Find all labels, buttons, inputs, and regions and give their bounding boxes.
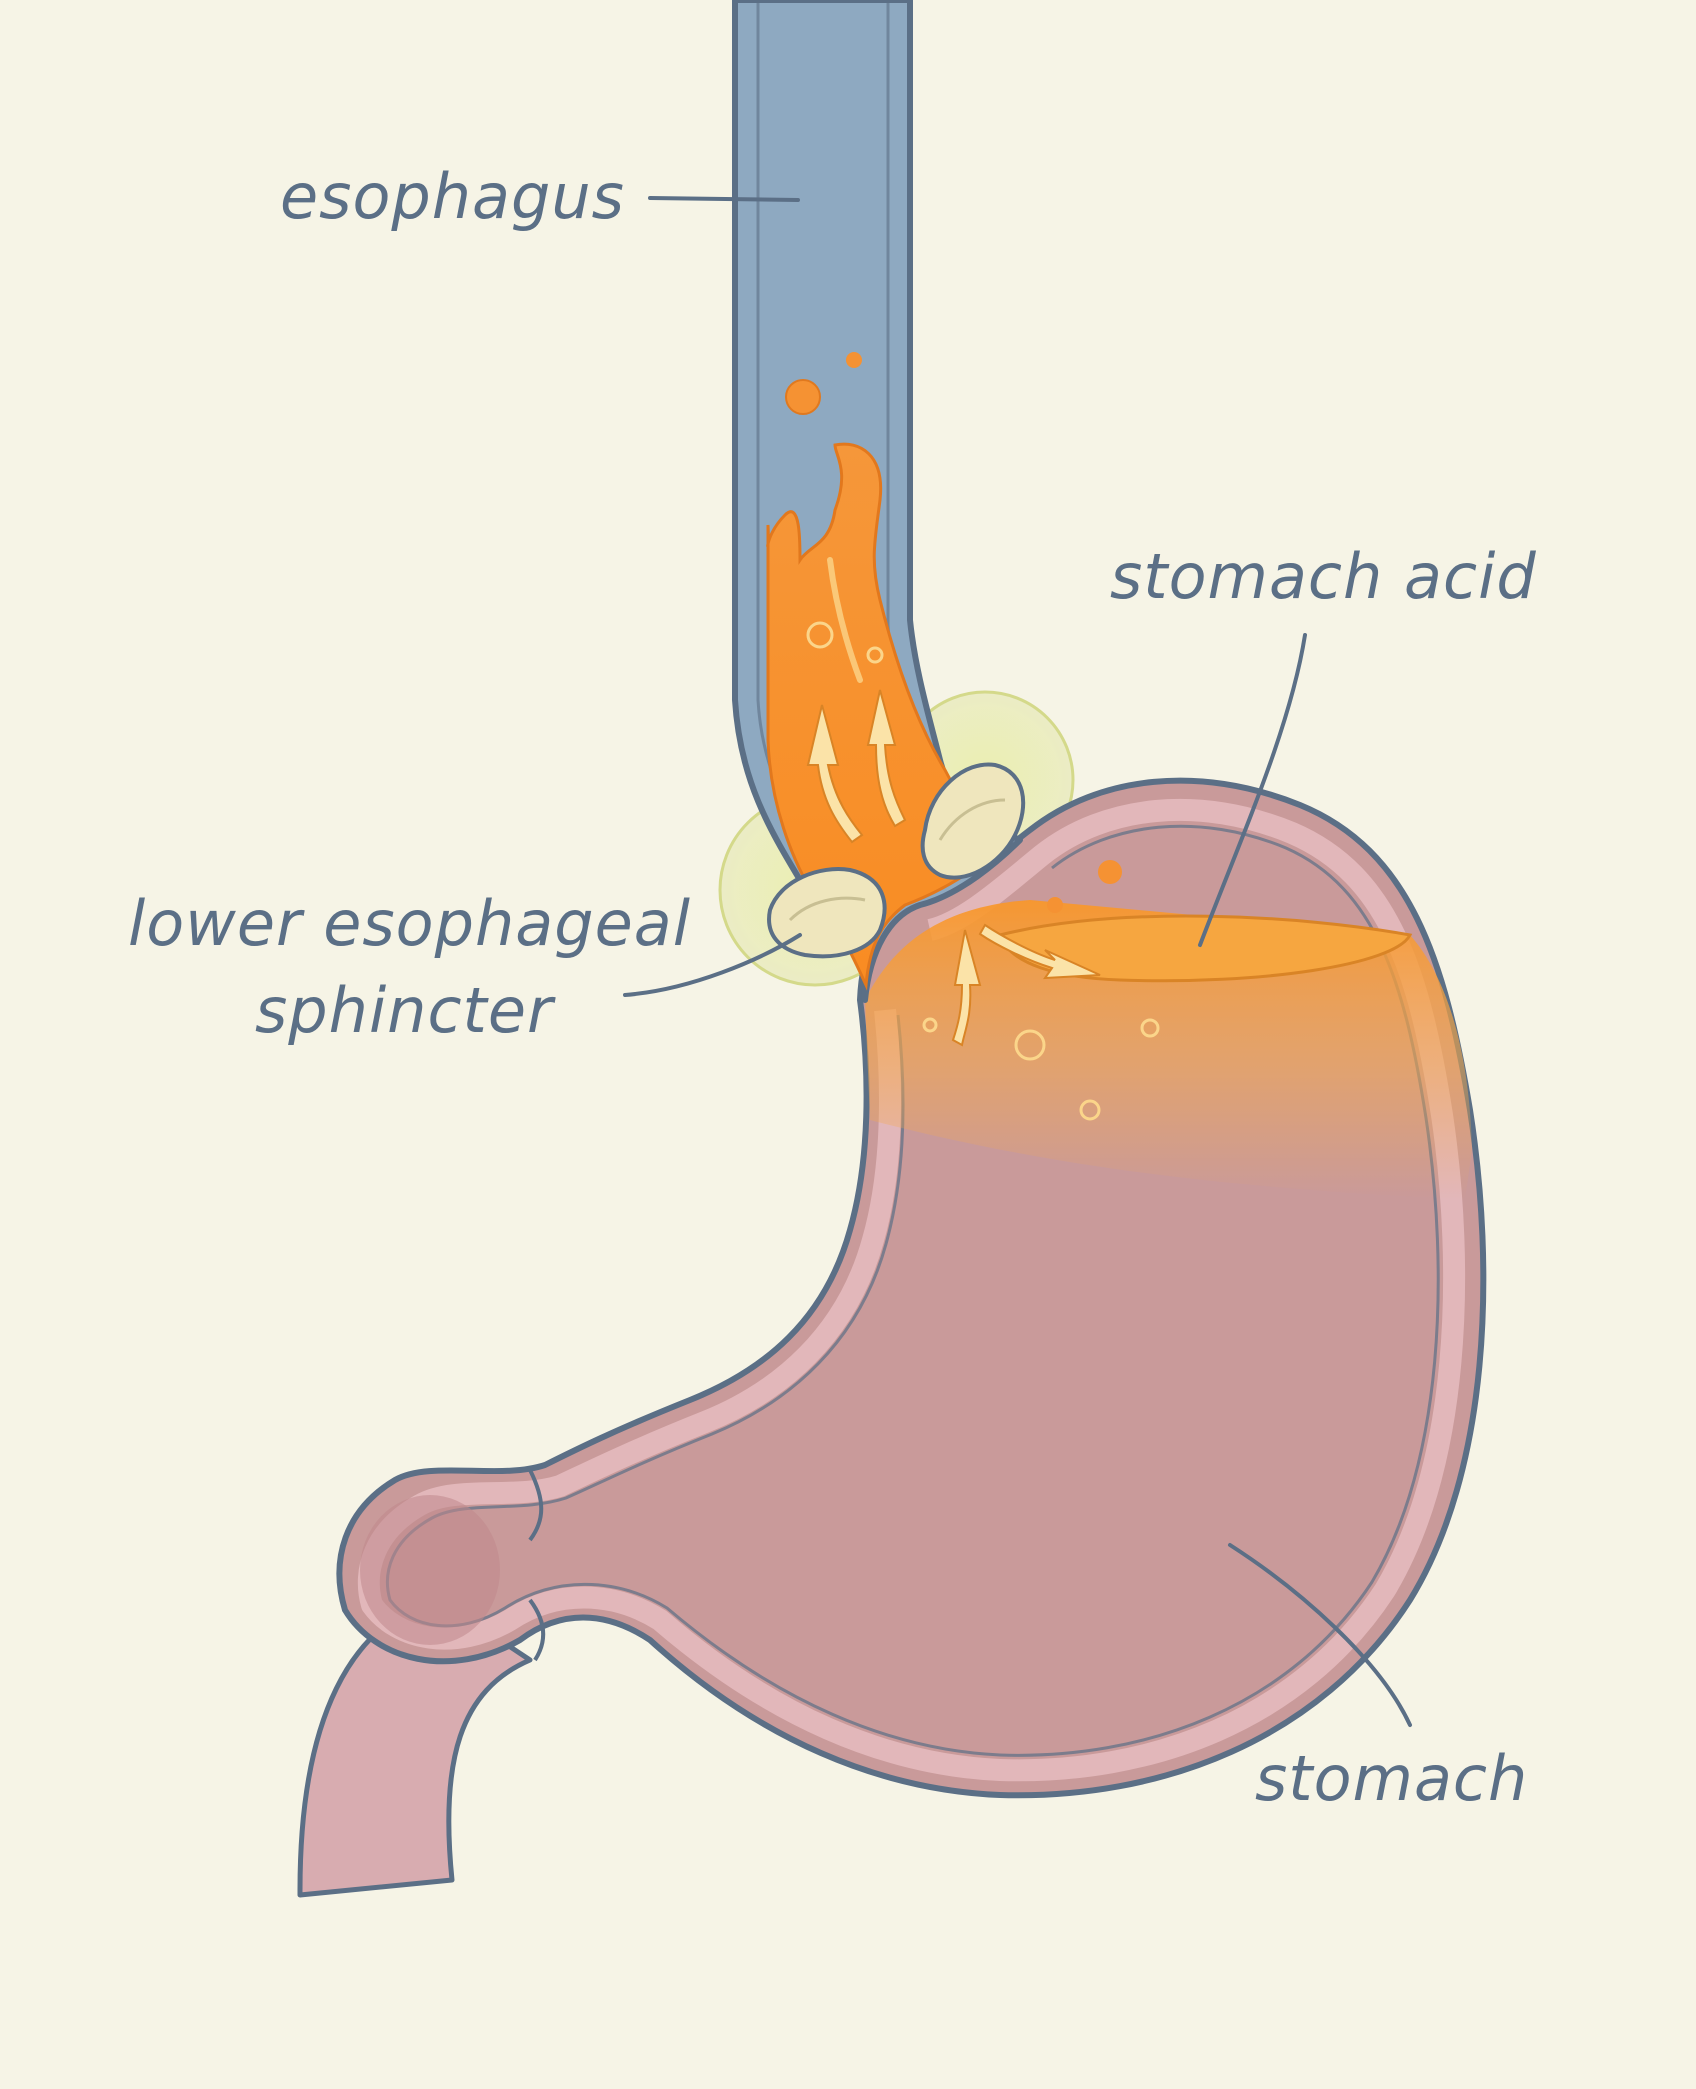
- acid-droplet: [1047, 897, 1063, 913]
- leader-esophagus: [648, 196, 800, 202]
- label-sphincter-line1: lower esophageal: [128, 887, 691, 960]
- reflux-arrows: [806, 689, 1101, 1047]
- stomach-inner-wall: [357, 798, 1466, 1782]
- acid-droplet: [846, 352, 862, 368]
- label-sphincter: lower esophageal sphincter: [128, 887, 802, 1047]
- acid-droplet: [785, 379, 821, 415]
- bubbles: [806, 621, 1160, 1121]
- label-sphincter-line2: sphincter: [255, 974, 556, 1047]
- acid-highlight: [827, 557, 863, 683]
- sphincter-muscle-right: [920, 762, 1026, 880]
- duodenum: [297, 1597, 533, 1898]
- acid-droplet: [1098, 860, 1122, 884]
- leader-stomach-acid: [1198, 633, 1307, 947]
- pylorus: [528, 1469, 546, 1662]
- label-stomach: stomach: [1228, 1543, 1528, 1815]
- label-esophagus-text: esophagus: [280, 160, 625, 233]
- pylorus-bulb: [360, 1495, 500, 1645]
- label-stomach-acid-text: stomach acid: [1110, 540, 1537, 613]
- sphincter-muscle-lines: [788, 798, 1006, 922]
- label-stomach-acid: stomach acid: [1110, 540, 1537, 947]
- leader-sphincter: [623, 933, 802, 997]
- label-stomach-text: stomach: [1255, 1742, 1528, 1815]
- leader-stomach: [1228, 1543, 1412, 1727]
- label-esophagus: esophagus: [280, 160, 800, 233]
- stomach-acid-pool: [865, 900, 1472, 1200]
